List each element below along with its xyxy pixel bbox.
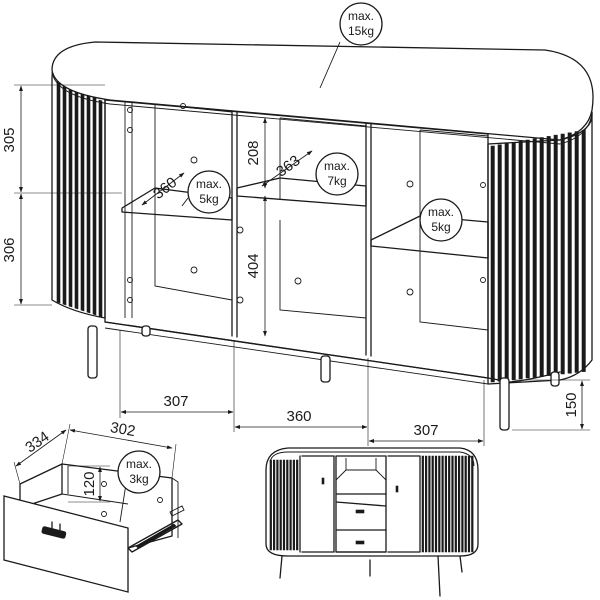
slat (458, 455, 461, 553)
dim-drawer-height: 120 (81, 471, 98, 496)
slat (292, 459, 295, 551)
slat (560, 133, 565, 375)
slat (98, 99, 103, 318)
dim-mid-lower-height: 404 (245, 253, 262, 278)
slat (56, 71, 61, 304)
load-badge-drawer: max. 3kg (117, 450, 161, 523)
dim-width-right: 307 (413, 422, 438, 439)
slat (518, 140, 523, 380)
svg-text:3kg: 3kg (129, 472, 148, 486)
dim-width-left: 307 (163, 393, 188, 410)
slat (269, 459, 272, 551)
slat (92, 95, 97, 316)
slat (438, 455, 441, 553)
dim-drawer-width: 302 (109, 419, 137, 440)
drawer-detail: 334 302 120 max. 3kg (3, 419, 185, 593)
load-badge-top: max. 15kg (319, 2, 383, 89)
slat (74, 83, 79, 310)
load-badge-right-shelf: max. 5kg (419, 198, 463, 242)
front-view-thumbnail (265, 447, 479, 597)
slat (553, 134, 558, 376)
svg-text:7kg: 7kg (327, 174, 346, 188)
right-slatted-door (487, 111, 593, 385)
slat (68, 79, 73, 308)
dim-drawer-depth: 334 (22, 428, 52, 456)
slat (86, 91, 91, 314)
slat (471, 455, 474, 553)
svg-text:max.: max. (196, 177, 222, 191)
slat (431, 455, 434, 553)
slat (581, 130, 586, 372)
svg-text:max.: max. (324, 159, 350, 173)
slat (62, 75, 67, 306)
slat (444, 455, 447, 553)
dim-height-upper: 305 (1, 127, 18, 152)
slat (448, 455, 451, 553)
slat (451, 455, 454, 553)
slat (454, 455, 457, 553)
svg-text:max.: max. (348, 9, 374, 23)
slat (467, 455, 471, 553)
cabinet-legs (87, 325, 560, 431)
slat (289, 459, 292, 551)
slat (504, 143, 509, 381)
svg-text:5kg: 5kg (431, 220, 450, 234)
slat (425, 455, 428, 553)
slat (273, 459, 276, 551)
slat (567, 132, 572, 374)
slat (525, 139, 530, 379)
load-badges: max. 15kg max. 5kg max. 7kg max. 5kg (181, 2, 463, 242)
slat (80, 87, 85, 312)
slat (461, 455, 464, 553)
slat (441, 455, 444, 553)
svg-text:max.: max. (126, 457, 152, 471)
slat (546, 136, 551, 376)
dim-shelf-gap-mid: 208 (245, 140, 262, 165)
dim-depth-mid-shelf: 363 (273, 152, 303, 180)
slat (279, 459, 282, 551)
slat (276, 459, 279, 551)
cabinet-main (51, 41, 594, 431)
load-badge-mid-shelf: max. 7kg (315, 152, 359, 196)
slat (428, 455, 431, 553)
dim-leg-height: 150 (563, 392, 580, 417)
dim-width-mid: 360 (286, 408, 311, 425)
dim-height-lower: 306 (1, 237, 18, 262)
slat (421, 455, 424, 553)
dimension-lines (14, 84, 590, 446)
svg-text:5kg: 5kg (199, 192, 218, 206)
slat (434, 455, 438, 553)
slat (286, 459, 289, 551)
load-badge-left-shelf: max. 5kg (181, 170, 231, 214)
slat (464, 455, 467, 553)
slat (539, 137, 544, 377)
slat (497, 144, 502, 382)
cabinet-top (51, 41, 594, 141)
svg-text:15kg: 15kg (348, 24, 374, 38)
slat (282, 459, 286, 551)
slat (532, 138, 537, 378)
slat (574, 131, 579, 373)
svg-text:max.: max. (428, 205, 454, 219)
slat (296, 459, 299, 551)
slat (490, 145, 495, 383)
slat (511, 142, 516, 380)
